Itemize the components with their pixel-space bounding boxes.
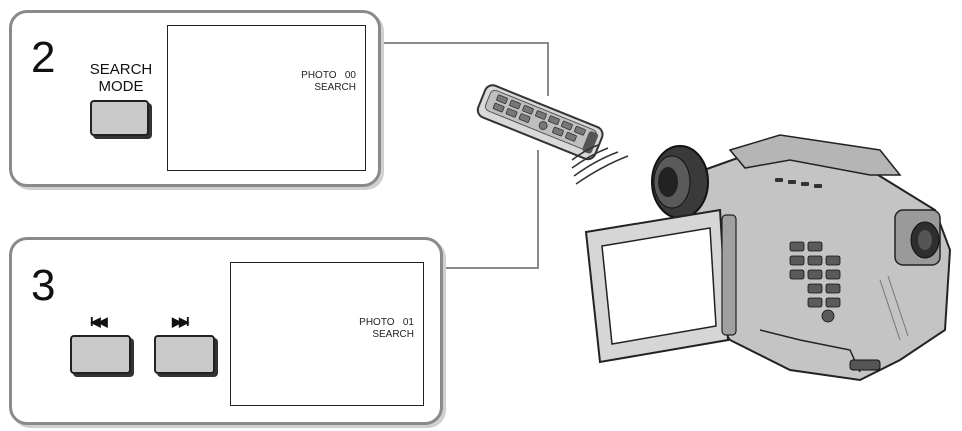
skip-next-icon: ▶▶I	[172, 314, 190, 329]
search-mode-label-line1: SEARCH	[89, 61, 153, 78]
camcorder-icon	[584, 134, 952, 382]
next-button[interactable]	[154, 335, 215, 374]
viewfinder-screen: PHOTO 01 SEARCH	[230, 262, 424, 406]
osd-display: PHOTO 00 SEARCH	[301, 70, 356, 94]
step-3-panel: 3 I◀◀ ▶▶I PHOTO 01 SEARCH	[9, 237, 443, 425]
previous-button[interactable]	[70, 335, 131, 374]
skip-previous-icon: I◀◀	[90, 314, 108, 329]
osd-search-label: SEARCH	[372, 329, 414, 340]
ir-signal-icon	[571, 144, 629, 185]
step-number: 2	[31, 33, 56, 82]
search-mode-button[interactable]	[90, 100, 149, 136]
viewfinder-screen: PHOTO 00 SEARCH	[167, 25, 366, 171]
search-mode-label: SEARCH MODE	[84, 61, 158, 95]
osd-search-label: SEARCH	[314, 82, 356, 93]
step-2-panel: 2 SEARCH MODE PHOTO 00 SEARCH	[9, 10, 381, 187]
osd-display: PHOTO 01 SEARCH	[359, 317, 414, 341]
osd-photo-index: PHOTO 01	[359, 317, 414, 328]
step-number: 3	[31, 261, 56, 310]
osd-photo-index: PHOTO 00	[301, 70, 356, 81]
connector-lines	[376, 42, 549, 269]
search-mode-label-line2: MODE	[98, 78, 144, 95]
remote-control-icon	[476, 84, 604, 161]
